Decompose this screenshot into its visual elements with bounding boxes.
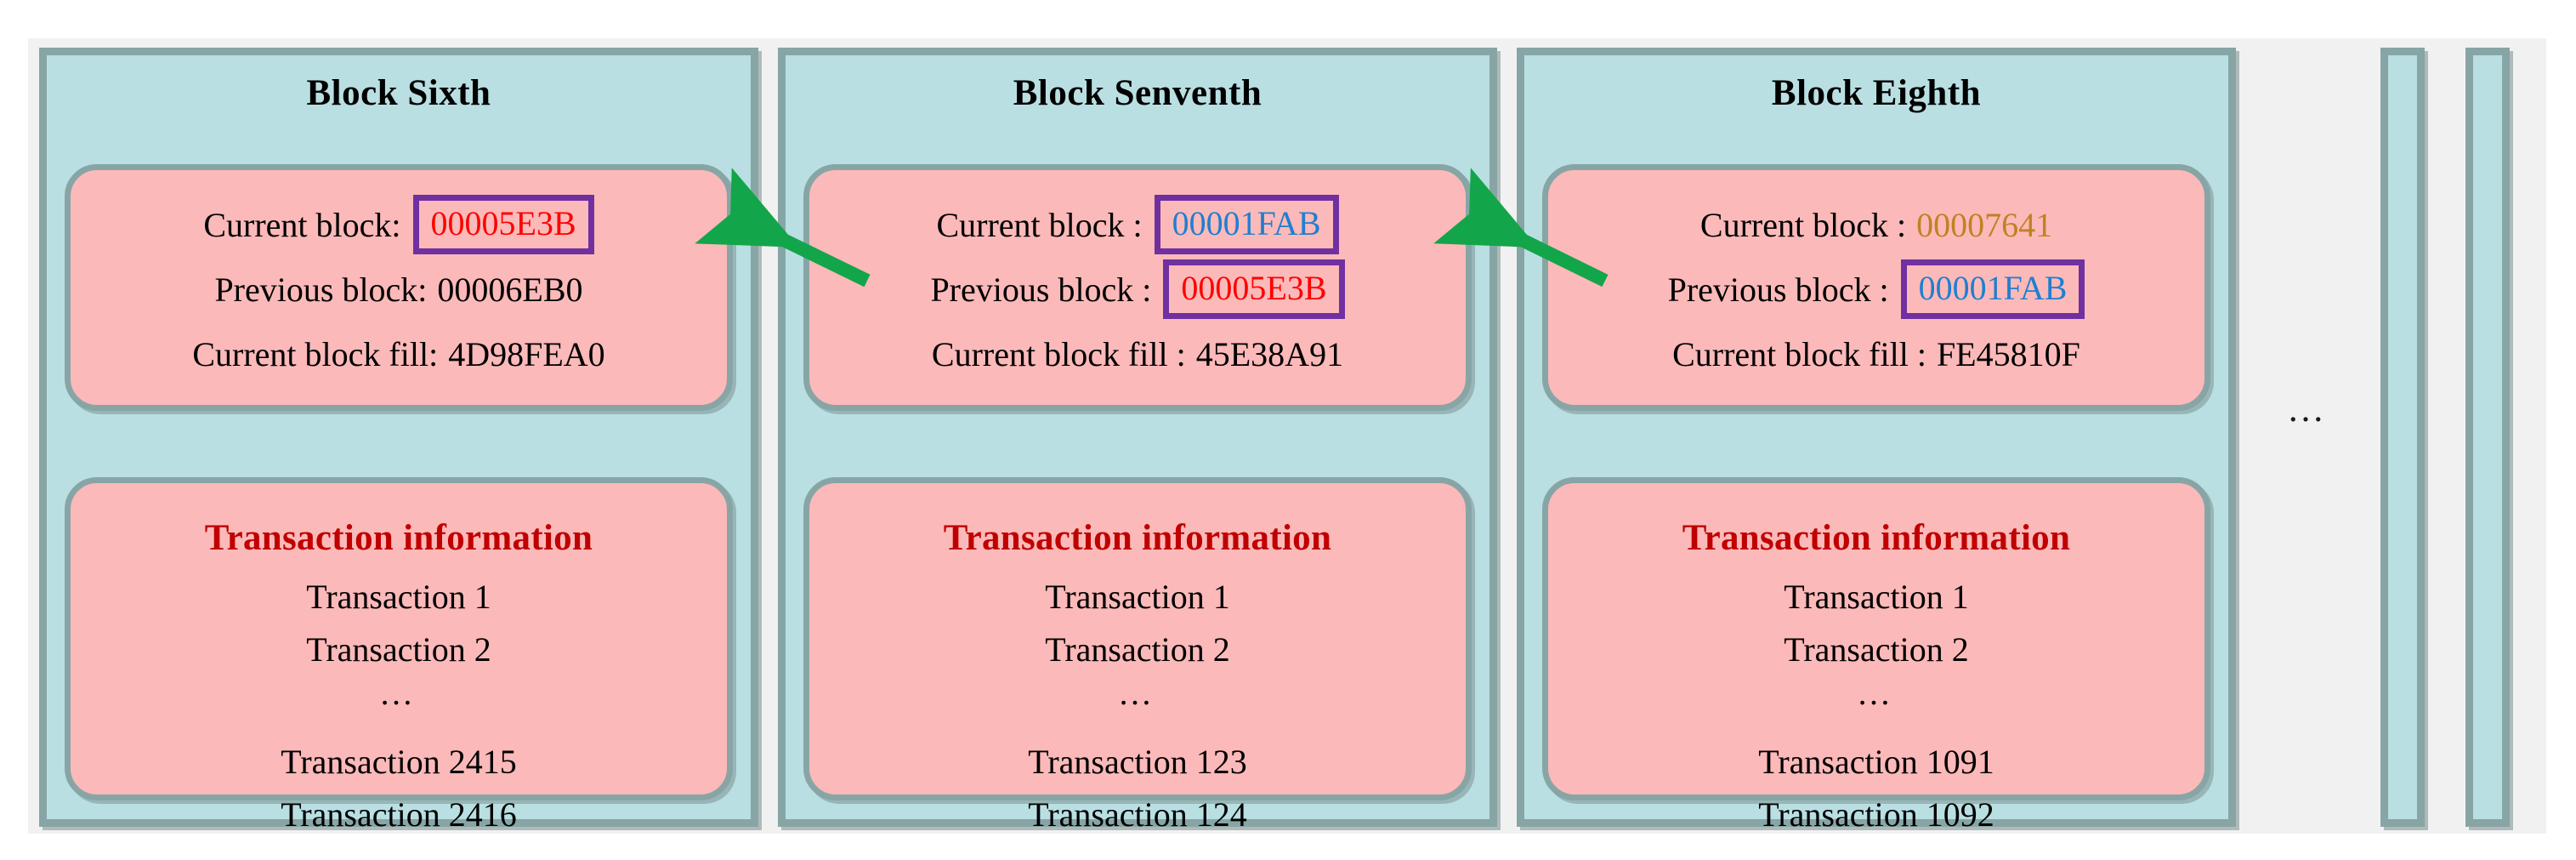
list-ellipsis: … (379, 674, 418, 712)
chain-continuation-ellipsis: … (2287, 388, 2330, 430)
block-partial-1 (2380, 48, 2425, 827)
block-senventh-transaction-heading: Transaction information (943, 518, 1332, 558)
block-eighth-header-panel: Current block : 00007641 Previous block … (1542, 164, 2210, 411)
block-senventh-current-block-fill-value: 45E38A91 (1195, 334, 1344, 373)
list-item: Transaction 2416 (281, 795, 517, 834)
block-sixth-current-block-fill-row: Current block fill: 4D98FEA0 (71, 322, 727, 386)
list-item: Transaction 2 (1045, 630, 1230, 669)
block-sixth-previous-block-value: 00006EB0 (437, 270, 583, 309)
list-ellipsis: … (1857, 674, 1896, 712)
current-block-fill-label: Current block fill : (931, 334, 1186, 373)
block-eighth-current-block-fill-row: Current block fill : FE45810F (1548, 322, 2204, 386)
block-senventh-current-block-row: Current block : 00001FAB (809, 192, 1466, 257)
block-sixth-header-panel: Current block: 00005E3B Previous block: … (65, 164, 733, 411)
block-senventh-current-block-fill-row: Current block fill : 45E38A91 (809, 322, 1466, 386)
list-item: Transaction 1092 (1758, 795, 1994, 834)
list-item: Transaction 2 (306, 630, 491, 669)
block-partial-2 (2465, 48, 2510, 827)
list-ellipsis: … (1118, 674, 1157, 712)
block-eighth: Block Eighth Current block : 00007641 Pr… (1517, 48, 2236, 834)
block-eighth-current-block-row: Current block : 00007641 (1548, 192, 2204, 257)
previous-block-label: Previous block: (214, 270, 428, 309)
list-item: Transaction 2 (1784, 630, 1969, 669)
block-senventh: Block Senventh Current block : 00001FAB … (778, 48, 1497, 834)
block-sixth: Block Sixth Current block: 00005E3B Prev… (39, 48, 758, 834)
block-sixth-transaction-list: Transaction 1 Transaction 2 … Transactio… (71, 559, 727, 841)
current-block-fill-label: Current block fill: (192, 334, 439, 373)
current-block-fill-label: Current block fill : (1672, 334, 1926, 373)
block-sixth-transaction-panel: Transaction information Transaction 1 Tr… (65, 477, 733, 834)
list-item: Transaction 1091 (1758, 743, 1994, 781)
block-sixth-current-block-value: 00005E3B (412, 195, 594, 254)
current-block-label: Current block : (936, 205, 1143, 244)
block-senventh-previous-block-value: 00005E3B (1163, 259, 1345, 319)
block-sixth-previous-block-row: Previous block: 00006EB0 (71, 257, 727, 322)
list-item: Transaction 1 (1045, 578, 1230, 616)
block-sixth-current-block-row: Current block: 00005E3B (71, 192, 727, 257)
current-block-label: Current block : (1699, 205, 1907, 244)
block-sixth-title: Block Sixth (306, 73, 491, 113)
block-eighth-title: Block Eighth (1771, 73, 1982, 113)
block-senventh-transaction-panel: Transaction information Transaction 1 Tr… (803, 477, 1472, 834)
block-senventh-previous-block-row: Previous block : 00005E3B (809, 257, 1466, 322)
list-item: Transaction 123 (1028, 743, 1247, 781)
list-item: Transaction 2415 (281, 743, 517, 781)
block-eighth-transaction-panel: Transaction information Transaction 1 Tr… (1542, 477, 2210, 834)
block-sixth-current-block-fill-value: 4D98FEA0 (448, 334, 605, 373)
block-senventh-title: Block Senventh (1013, 73, 1262, 113)
block-senventh-current-block-value: 00001FAB (1154, 195, 1339, 254)
previous-block-label: Previous block : (1667, 270, 1889, 309)
block-senventh-transaction-list: Transaction 1 Transaction 2 … Transactio… (809, 559, 1466, 841)
block-sixth-transaction-heading: Transaction information (204, 518, 593, 558)
current-block-label: Current block: (203, 205, 401, 244)
list-item: Transaction 1 (1784, 578, 1969, 616)
list-item: Transaction 1 (306, 578, 491, 616)
block-senventh-header-panel: Current block : 00001FAB Previous block … (803, 164, 1472, 411)
block-eighth-current-block-fill-value: FE45810F (1936, 334, 2080, 373)
block-eighth-previous-block-value: 00001FAB (1900, 259, 2085, 319)
list-item: Transaction 124 (1028, 795, 1247, 834)
block-eighth-transaction-list: Transaction 1 Transaction 2 … Transactio… (1548, 559, 2204, 841)
block-eighth-transaction-heading: Transaction information (1682, 518, 2071, 558)
previous-block-label: Previous block : (930, 270, 1152, 309)
block-eighth-previous-block-row: Previous block : 00001FAB (1548, 257, 2204, 322)
block-eighth-current-block-value: 00007641 (1916, 205, 2053, 244)
